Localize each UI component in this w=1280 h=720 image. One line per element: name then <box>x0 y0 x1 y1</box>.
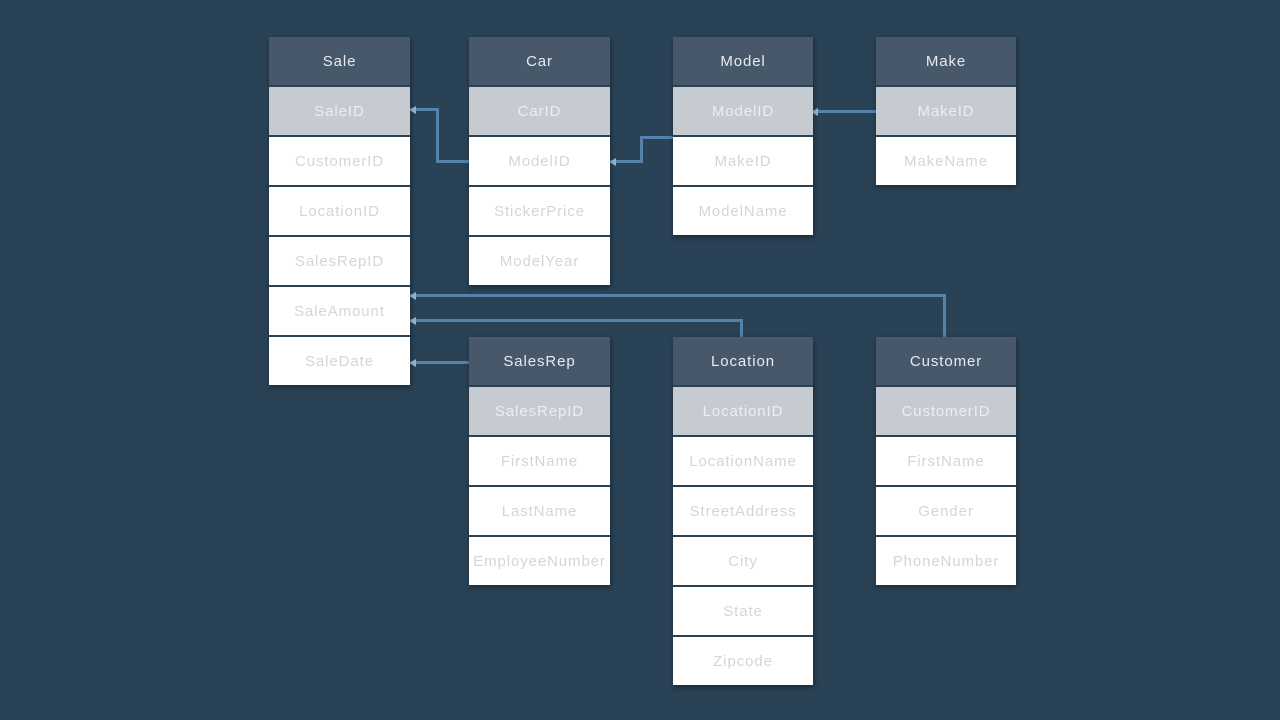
field-row: MakeName <box>876 137 1016 185</box>
relationship-line-segment <box>410 361 469 364</box>
relationship-line-segment <box>640 136 643 163</box>
table-header-customer: Customer <box>876 337 1016 385</box>
field-row: EmployeeNumber <box>469 537 610 585</box>
field-row: FirstName <box>469 437 610 485</box>
arrowhead-icon <box>609 158 616 166</box>
relationship-line-segment <box>640 136 673 139</box>
arrowhead-icon <box>811 108 818 116</box>
relationship-line-segment <box>610 160 642 163</box>
key-field-row: SalesRepID <box>469 387 610 435</box>
field-row: SaleDate <box>269 337 410 385</box>
arrowhead-icon <box>409 106 416 114</box>
table-header-model: Model <box>673 37 813 85</box>
relationship-line-segment <box>410 294 945 297</box>
field-row: SalesRepID <box>269 237 410 285</box>
field-row: ModelYear <box>469 237 610 285</box>
relationship-line-segment <box>436 108 439 163</box>
field-row: FirstName <box>876 437 1016 485</box>
key-field-row: CarID <box>469 87 610 135</box>
table-header-car: Car <box>469 37 610 85</box>
table-header-make: Make <box>876 37 1016 85</box>
relationship-line-segment <box>436 160 469 163</box>
field-row: PhoneNumber <box>876 537 1016 585</box>
relationship-line-segment <box>410 108 439 111</box>
field-row: Zipcode <box>673 637 813 685</box>
arrowhead-icon <box>409 317 416 325</box>
arrowhead-icon <box>409 292 416 300</box>
field-row: ModelID <box>469 137 610 185</box>
field-row: CustomerID <box>269 137 410 185</box>
field-row: LocationName <box>673 437 813 485</box>
key-field-row: MakeID <box>876 87 1016 135</box>
field-row: Gender <box>876 487 1016 535</box>
relationship-line-segment <box>740 319 743 338</box>
relationship-line-segment <box>812 110 876 113</box>
relationship-line-segment <box>410 319 742 322</box>
field-row: ModelName <box>673 187 813 235</box>
table-header-sale: Sale <box>269 37 410 85</box>
field-row: LocationID <box>269 187 410 235</box>
field-row: LastName <box>469 487 610 535</box>
key-field-row: SaleID <box>269 87 410 135</box>
relationship-line-segment <box>943 294 946 338</box>
table-header-salesrep: SalesRep <box>469 337 610 385</box>
field-row: City <box>673 537 813 585</box>
key-field-row: ModelID <box>673 87 813 135</box>
key-field-row: CustomerID <box>876 387 1016 435</box>
arrowhead-icon <box>409 359 416 367</box>
field-row: StreetAddress <box>673 487 813 535</box>
table-header-location: Location <box>673 337 813 385</box>
field-row: StickerPrice <box>469 187 610 235</box>
field-row: State <box>673 587 813 635</box>
field-row: SaleAmount <box>269 287 410 335</box>
field-row: MakeID <box>673 137 813 185</box>
key-field-row: LocationID <box>673 387 813 435</box>
